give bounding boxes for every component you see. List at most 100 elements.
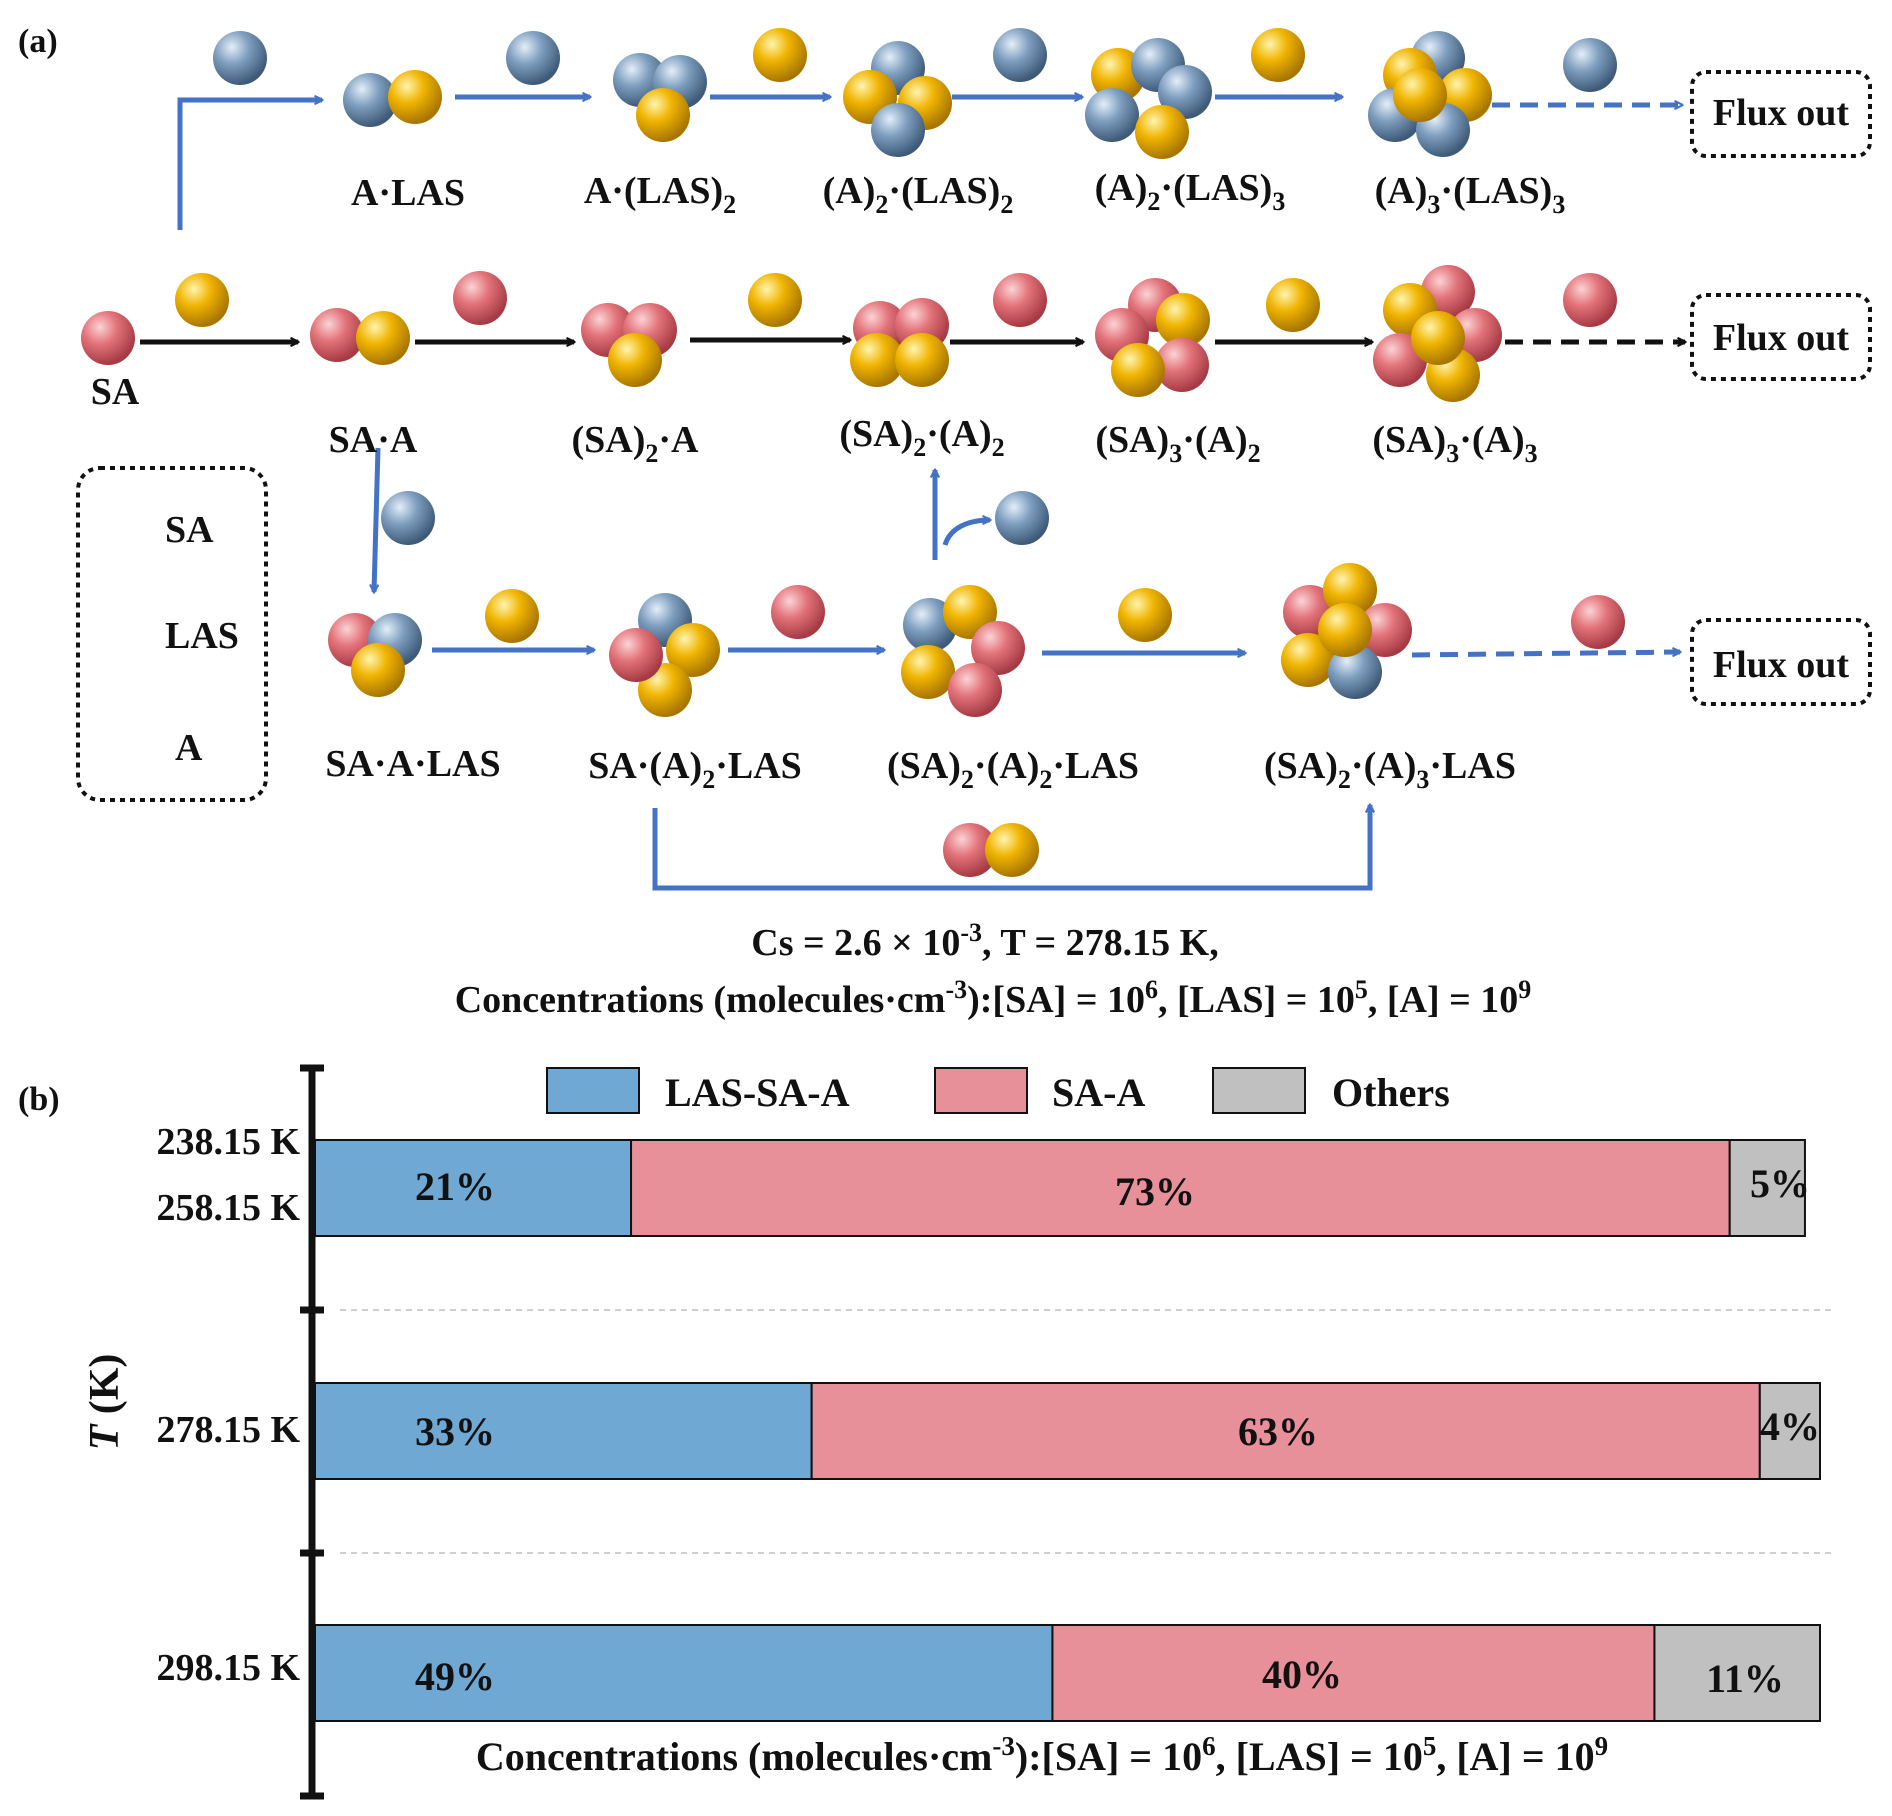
top-row-arrows [177, 97, 1682, 230]
bar-segment-sa-a [630, 1139, 1731, 1237]
flux-out-boxes: Flux out Flux out Flux out [1690, 70, 1872, 706]
a-molecule [636, 88, 690, 142]
bar-segment-others [1728, 1139, 1806, 1237]
y-tick-labels: 238.15 K 258.15 K 278.15 K 298.15 K [156, 1121, 300, 1689]
flux-out-box-top [1690, 70, 1872, 158]
sa-molecule [1358, 603, 1412, 657]
tick-label: 298.15 K [156, 1647, 300, 1689]
legend-label-a: A [175, 727, 203, 769]
flux-out-label: Flux out [1713, 317, 1850, 359]
tick-label: 278.15 K [156, 1409, 300, 1451]
a-molecule [1393, 68, 1447, 122]
y-axis [300, 1064, 324, 1800]
bar-segment-las-sa-a [314, 1382, 813, 1480]
flux-out-label: Flux out [1713, 92, 1850, 134]
panel-a-label: (a) [18, 23, 58, 60]
bar-data-label: 33% [415, 1409, 495, 1454]
a-molecule [608, 333, 662, 387]
sa-molecule [81, 311, 135, 365]
flux-out-label: Flux out [1713, 644, 1850, 686]
arrow-dashed [1411, 652, 1680, 658]
bar-data-label: 63% [1238, 1409, 1318, 1454]
a-molecule [1281, 633, 1335, 687]
las-molecule [506, 31, 560, 85]
a-molecule [901, 645, 955, 699]
sa-molecule [943, 823, 997, 877]
a-molecule [666, 623, 720, 677]
flux-out-box-bottom [1690, 618, 1872, 706]
bar-data-label: 49% [415, 1654, 495, 1699]
arrow-branch-up [177, 100, 322, 230]
molecule-spheres [81, 28, 1625, 877]
tick-label: 258.15 K [156, 1187, 300, 1229]
las-molecule [1085, 88, 1139, 142]
arrow-bypass [652, 805, 1370, 891]
bar-segment-sa-a [1051, 1624, 1656, 1722]
a-molecule [1111, 343, 1165, 397]
legend-swatch-others [1212, 1067, 1306, 1114]
legend-label-las-sa-a: LAS-SA-A [665, 1070, 850, 1115]
label-sa3-a2: (SA)3·(A)2 [1095, 419, 1260, 468]
label-a-las2: A·(LAS)2 [584, 170, 736, 219]
arrow-release-las [942, 520, 990, 546]
a-molecule [1135, 105, 1189, 159]
bar-segment-others [1758, 1382, 1822, 1480]
chart-legend: LAS-SA-A SA-A Others [546, 1067, 1450, 1115]
las-molecule [993, 28, 1047, 82]
a-molecule [895, 333, 949, 387]
panel-a-pathway-diagram: (a) [18, 23, 1872, 1021]
label-sa-a: SA·A [329, 419, 418, 461]
label-a2-las3: (A)2·(LAS)3 [1095, 167, 1286, 216]
legend-label-sa-a: SA-A [1052, 1070, 1145, 1115]
a-molecule [1318, 603, 1372, 657]
a-molecule [485, 589, 539, 643]
sa-molecule [971, 621, 1025, 675]
legend-label-sa: SA [165, 509, 214, 551]
a-molecule [850, 333, 904, 387]
legend-molecules: SA LAS A [76, 466, 268, 802]
stacked-bars: 21%73%5%33%63%4%49%40%11% [314, 1139, 1822, 1722]
legend-box [76, 466, 268, 802]
flux-out-box-middle [1690, 293, 1872, 381]
label-sa2-a: (SA)2·A [571, 419, 699, 468]
a-molecule [748, 273, 802, 327]
bar-segment-others [1653, 1624, 1821, 1722]
label-a-las: A·LAS [351, 172, 465, 214]
bar-data-label: 40% [1262, 1652, 1342, 1697]
bar-segment-las-sa-a [314, 1139, 633, 1237]
label-sa2-a3-las: (SA)2·(A)3·LAS [1264, 745, 1516, 794]
panel-b-label: (b) [18, 1081, 60, 1118]
a-molecule [351, 643, 405, 697]
sa-molecule [771, 585, 825, 639]
sa-molecule [453, 271, 507, 325]
label-sa-a2-las: SA·(A)2·LAS [588, 745, 802, 794]
a-molecule [1266, 278, 1320, 332]
bar-segment-las-sa-a [314, 1624, 1054, 1722]
label-sa2-a2: (SA)2·(A)2 [839, 413, 1004, 462]
sa-molecule [993, 273, 1047, 327]
a-molecule [1156, 293, 1210, 347]
label-a3-las3: (A)3·(LAS)3 [1375, 170, 1566, 219]
las-molecule [1328, 645, 1382, 699]
bar-data-label: 73% [1115, 1169, 1195, 1214]
a-molecule [753, 28, 807, 82]
conditions-line-1: Cs = 2.6 × 10-3, T = 278.15 K, [751, 918, 1218, 964]
a-molecule [356, 311, 410, 365]
a-molecule [1323, 563, 1377, 617]
label-sa: SA [91, 371, 140, 413]
a-molecule [985, 823, 1039, 877]
bottom-row-arrows [374, 447, 1680, 891]
a-molecule [388, 70, 442, 124]
bar-data-label: 4% [1760, 1404, 1820, 1449]
bar-data-label: 5% [1750, 1161, 1810, 1206]
conditions-line-2: Concentrations (molecules·cm-3):[SA] = 1… [455, 975, 1532, 1021]
a-molecule [1251, 28, 1305, 82]
las-molecule [381, 491, 435, 545]
panel-b-chart: (b) LAS-SA-A SA-A Others T (K) 238.15 K … [18, 1064, 1832, 1800]
sa-molecule [948, 663, 1002, 717]
arrow-down [374, 447, 381, 592]
bar-segment-sa-a [810, 1382, 1761, 1480]
legend-swatch-sa-a [934, 1067, 1028, 1114]
label-sa3-a3: (SA)3·(A)3 [1372, 419, 1537, 468]
